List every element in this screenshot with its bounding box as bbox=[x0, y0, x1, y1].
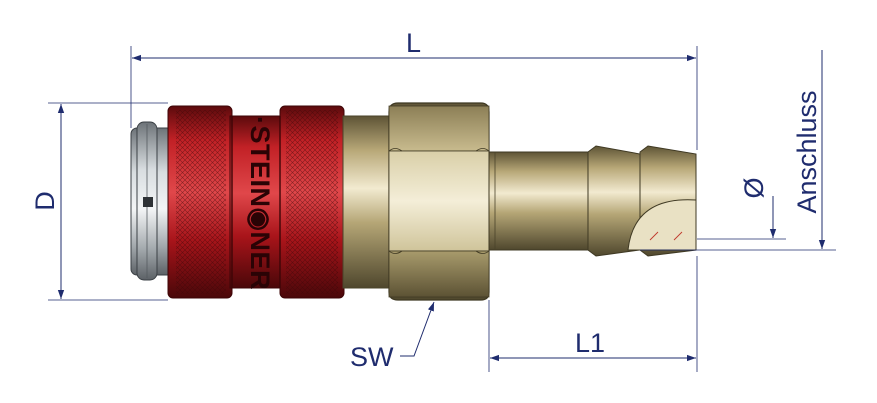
dimension-label-connection: Anschluss bbox=[792, 90, 822, 213]
dimension-label-L: L bbox=[406, 28, 421, 58]
hose-barbs bbox=[587, 145, 697, 257]
red-sleeve bbox=[167, 105, 345, 299]
dimension-label-bore: Ø bbox=[739, 177, 769, 198]
hex-nut bbox=[388, 102, 490, 301]
leader-line-SW bbox=[400, 301, 435, 357]
coupling-body: ·STEIN◉NER bbox=[130, 102, 697, 301]
dimension-lines bbox=[48, 46, 836, 372]
brand-marking: ·STEIN◉NER bbox=[245, 116, 275, 290]
dimension-label-L1: L1 bbox=[575, 328, 605, 358]
hose-tail-shank bbox=[488, 151, 592, 251]
dimension-label-SW: SW bbox=[350, 342, 394, 372]
dimension-label-D: D bbox=[30, 191, 60, 211]
brass-collar bbox=[342, 115, 390, 289]
steel-nose bbox=[130, 121, 174, 281]
